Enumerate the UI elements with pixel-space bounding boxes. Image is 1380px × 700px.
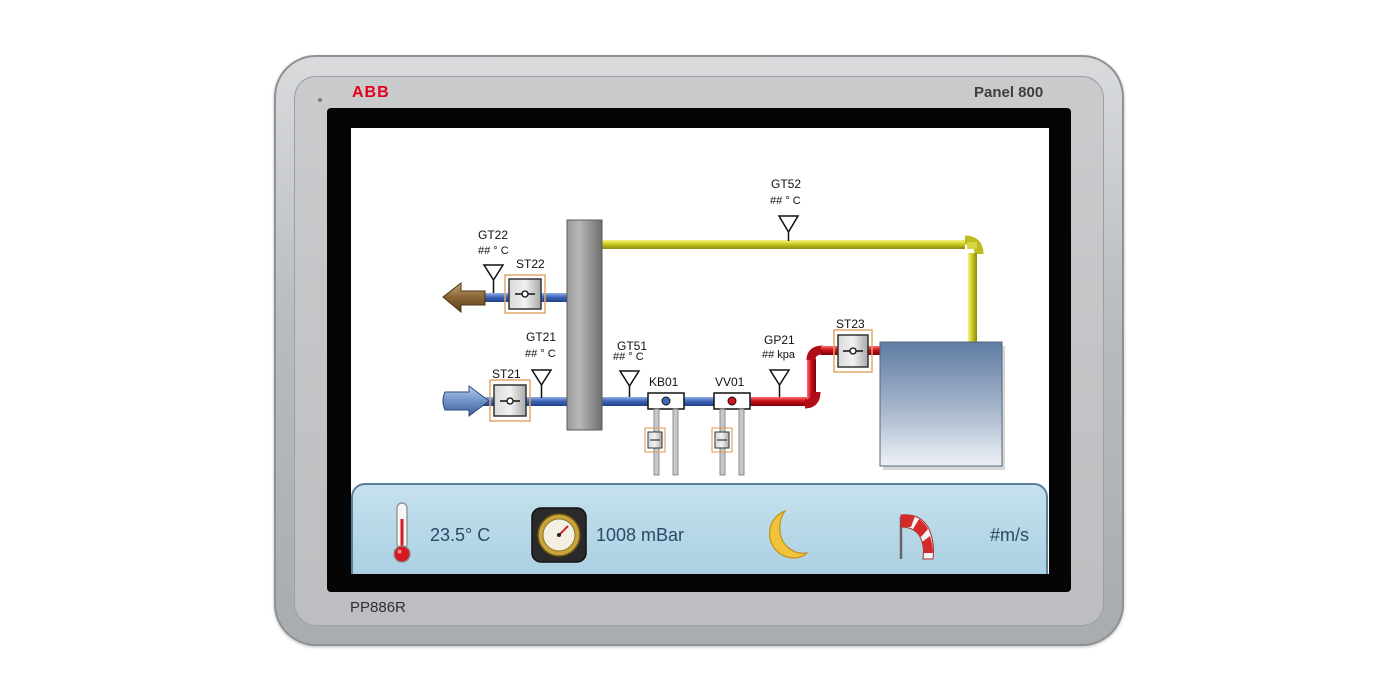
heat-exchanger bbox=[566, 219, 603, 431]
vv01-label: VV01 bbox=[715, 375, 745, 389]
outlet-arrow-icon bbox=[442, 281, 486, 314]
hot-pipe bbox=[751, 397, 807, 406]
kb01-label: KB01 bbox=[649, 375, 679, 389]
st21-valve[interactable] bbox=[493, 384, 527, 417]
kb01-control-frame[interactable] bbox=[644, 427, 666, 453]
power-led-icon bbox=[318, 98, 322, 102]
gt52-label: GT52 bbox=[771, 177, 802, 191]
gt52-sensor-icon[interactable] bbox=[777, 215, 800, 234]
inlet-arrow-icon bbox=[442, 385, 490, 417]
panel-model-name: Panel 800 bbox=[974, 84, 1044, 101]
barometer-icon bbox=[531, 507, 587, 563]
hmi-screen: GT52 ## ° C GT22 ## ° C ST22 GT21 ## ° C… bbox=[351, 128, 1049, 574]
windsock-icon bbox=[899, 514, 934, 560]
supply-pipe bbox=[599, 240, 965, 249]
hot-pipe-elbow-low bbox=[804, 391, 821, 409]
st22-label: ST22 bbox=[516, 257, 545, 271]
st23-valve-dot bbox=[849, 347, 857, 355]
process-diagram bbox=[442, 215, 1005, 476]
gt51-sensor-icon[interactable] bbox=[618, 370, 641, 388]
wind-speed-value: #m/s bbox=[990, 525, 1030, 545]
gt21-label: GT21 bbox=[526, 330, 557, 344]
supply-pipe-joint bbox=[967, 242, 977, 249]
temperature-value: 23.5° C bbox=[430, 525, 491, 545]
supply-pipe-vertical bbox=[968, 253, 977, 342]
st21-label: ST21 bbox=[492, 367, 521, 381]
st21-valve-frame[interactable] bbox=[489, 379, 531, 422]
moon-icon bbox=[768, 509, 809, 559]
vv01-leg-right bbox=[738, 408, 745, 476]
pressure-value: 1008 mBar bbox=[596, 525, 685, 545]
st23-label: ST23 bbox=[836, 317, 865, 331]
st23-valve-frame[interactable] bbox=[833, 329, 873, 373]
gp21-sensor-icon[interactable] bbox=[768, 369, 791, 387]
gt21-value: ## ° C bbox=[525, 348, 556, 360]
st22-valve-frame[interactable] bbox=[504, 274, 546, 314]
boiler-tank bbox=[879, 341, 1003, 467]
gt51-label: GT51 bbox=[617, 339, 648, 353]
gt21-sensor-icon[interactable] bbox=[530, 369, 553, 387]
gt22-sensor-icon[interactable] bbox=[482, 264, 505, 282]
vv01-status-dot bbox=[727, 396, 737, 406]
kb01-leg-right bbox=[672, 408, 679, 476]
hot-pipe-vertical bbox=[807, 359, 816, 402]
thermometer-icon bbox=[393, 502, 411, 563]
st22-valve-dot bbox=[521, 290, 529, 298]
panel-model-code: PP886R bbox=[350, 599, 406, 616]
gt22-value: ## ° C bbox=[478, 245, 509, 257]
gp21-label: GP21 bbox=[764, 333, 795, 347]
vv01-control-frame[interactable] bbox=[711, 427, 733, 453]
st21-valve-dot bbox=[506, 397, 514, 405]
gt52-value: ## ° C bbox=[770, 195, 801, 207]
gp21-value: ## kpa bbox=[762, 349, 796, 361]
status-bar: 23.5° C 1008 mBar #m/s bbox=[351, 483, 1048, 574]
kb01-status-dot bbox=[661, 396, 671, 406]
gt22-label: GT22 bbox=[478, 228, 509, 242]
abb-logo: ABB bbox=[352, 84, 390, 101]
gt51-value: ## ° C bbox=[613, 351, 644, 363]
